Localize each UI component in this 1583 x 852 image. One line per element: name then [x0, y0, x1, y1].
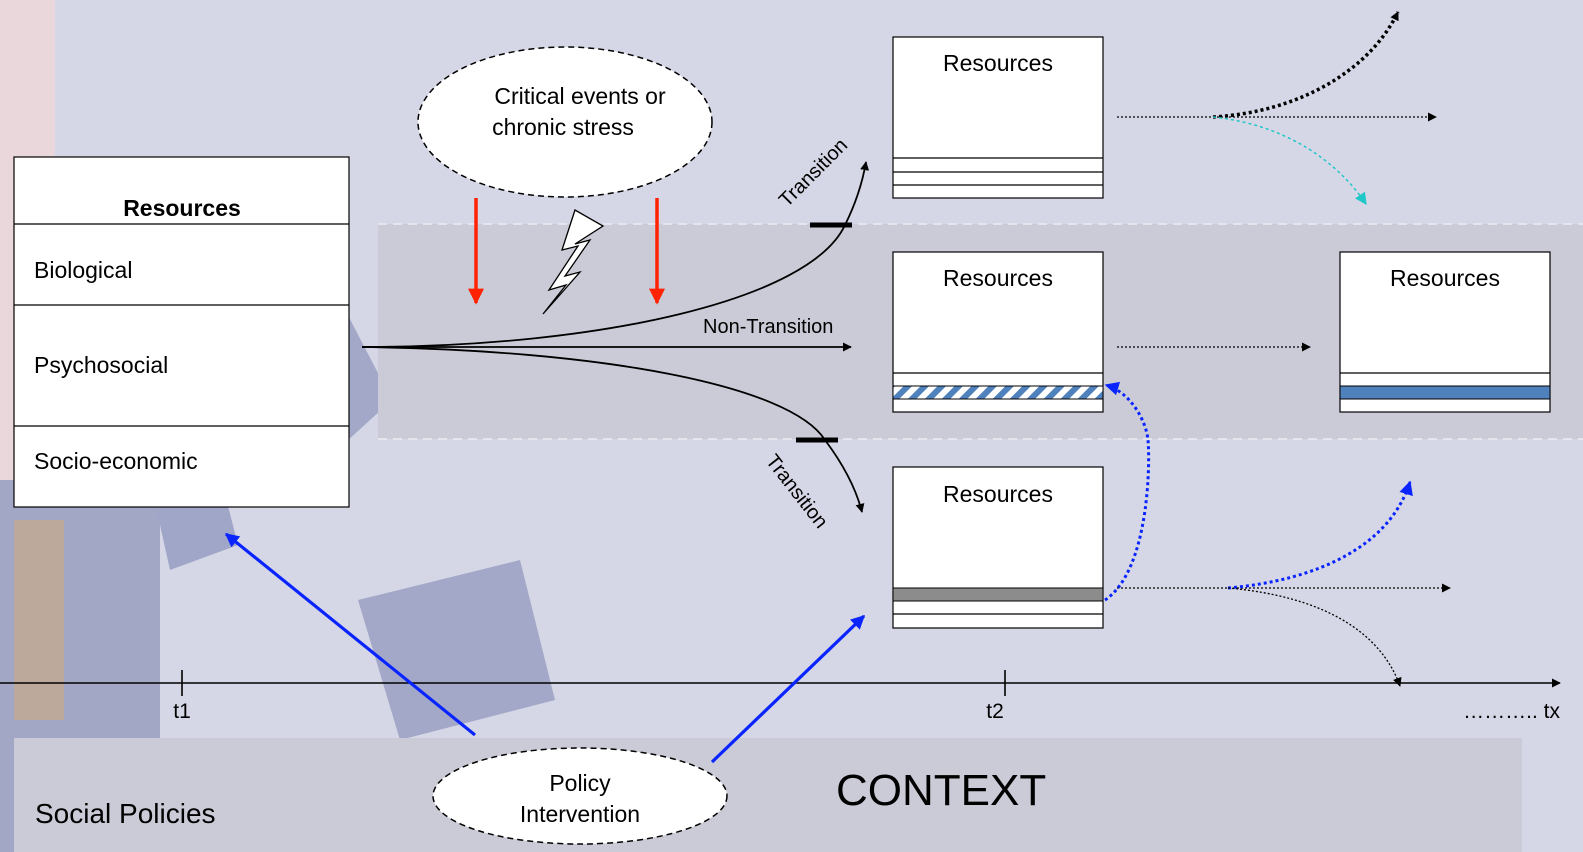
- resources-box-t2-middle: Resources: [892, 251, 1104, 413]
- transition-path-lower: [361, 346, 865, 513]
- transition-label-upper: Transition: [775, 134, 852, 211]
- resources-box-tx: Resources: [1339, 251, 1551, 413]
- resources-label-bottom: Resources: [943, 481, 1053, 507]
- hatched-resource-bar: [892, 385, 1104, 400]
- intervention-text: Intervention: [520, 801, 640, 827]
- resources-label-middle: Resources: [943, 265, 1053, 291]
- resources-heading: Resources: [123, 195, 241, 221]
- policy-text: Policy: [549, 770, 611, 796]
- time-label-t2: t2: [986, 700, 1004, 723]
- time-label-tx: ……….. tx: [1463, 700, 1560, 723]
- lightning-bolt-icon: [542, 209, 605, 315]
- social-policies-label: Social Policies: [35, 798, 216, 829]
- trajectory-top-down: [1212, 116, 1367, 205]
- critical-events-text: Critical events or: [494, 83, 666, 109]
- resource-socio-economic: Socio-economic: [34, 448, 198, 474]
- resources-box-t2-bottom: Resources: [892, 466, 1104, 629]
- resources-box-t2-top: Resources: [892, 36, 1104, 199]
- trajectory-bottom-down: [1227, 587, 1402, 687]
- restored-resource-bar: [1339, 385, 1551, 400]
- critical-events-ellipse: Critical events or chronic stress: [417, 46, 713, 198]
- policy-intervention-ellipse: Policy Intervention: [432, 747, 728, 845]
- depleted-resource-bar: [892, 587, 1104, 602]
- chronic-stress-text: chronic stress: [492, 114, 634, 140]
- context-band: [14, 738, 1522, 852]
- resources-box-t1: Resources Biological Psychosocial Socio-…: [13, 156, 350, 508]
- time-label-t1: t1: [173, 700, 191, 723]
- non-transition-label: Non-Transition: [703, 316, 833, 338]
- trajectory-top-up: [1212, 11, 1400, 119]
- resource-psychosocial: Psychosocial: [34, 352, 168, 378]
- recovery-arrow: [1104, 381, 1151, 602]
- policy-arrow-to-t1: [224, 532, 477, 737]
- transition-label-lower: Transition: [761, 451, 832, 533]
- trajectory-bottom-up: [1227, 480, 1413, 590]
- resources-label-top: Resources: [943, 50, 1053, 76]
- policy-arrow-to-t2: [710, 614, 866, 764]
- resource-biological: Biological: [34, 257, 132, 283]
- transition-path-upper: [361, 161, 870, 348]
- context-label: CONTEXT: [836, 766, 1046, 815]
- resources-label-tx: Resources: [1390, 265, 1500, 291]
